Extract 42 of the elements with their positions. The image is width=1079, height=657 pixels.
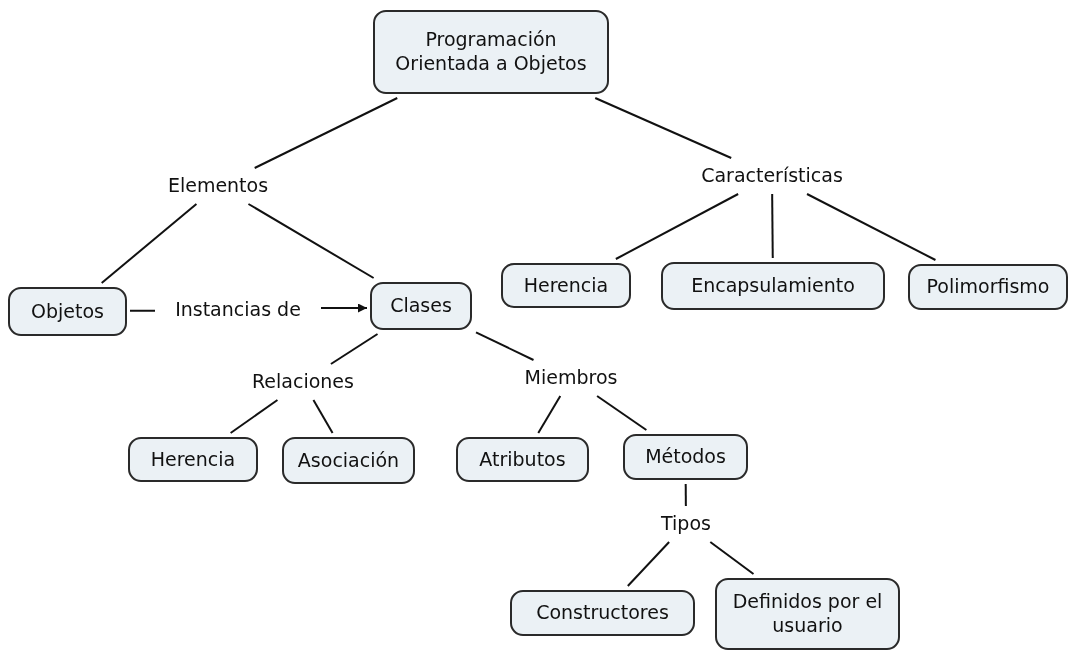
concept-box [661, 262, 885, 310]
connector-line [626, 541, 671, 587]
connector-line [329, 333, 379, 365]
connector-line [253, 97, 399, 169]
connector-line [475, 331, 535, 361]
concept-label: Polimorfismo [926, 275, 1050, 299]
concept-box [370, 282, 472, 330]
concept-label: Asociación [297, 448, 400, 473]
concept-box [128, 437, 258, 482]
connector-line [229, 399, 279, 434]
connector-line [806, 193, 937, 261]
concept-box [715, 578, 900, 650]
connector-line [709, 541, 755, 575]
concept-label: Programación Orientada a Objetos [394, 28, 588, 76]
concept-label: Métodos [645, 445, 726, 469]
concept-box [908, 264, 1068, 310]
connector-line [596, 395, 648, 431]
concept-box [623, 434, 748, 480]
connector-line [771, 193, 774, 259]
connector-line [100, 203, 198, 284]
connector-line [594, 97, 733, 159]
concept-label: Constructores [536, 601, 669, 625]
concept-box [501, 263, 631, 308]
concept-box [8, 287, 127, 336]
concept-label: Atributos [479, 447, 566, 472]
concept-label: Objetos [31, 299, 104, 324]
connector-line [614, 193, 740, 260]
connector-line [537, 395, 562, 434]
concept-box [282, 437, 415, 484]
concept-label: Herencia [523, 273, 609, 298]
concept-label: Definidos por el usuario [731, 590, 884, 638]
concept-box [456, 437, 589, 482]
connector-line [247, 203, 375, 279]
concept-box [373, 10, 609, 94]
concept-label: Encapsulamiento [691, 274, 855, 298]
arrow [320, 303, 368, 313]
connector-line [684, 483, 687, 507]
connector-line [129, 309, 156, 312]
concept-label: Clases [390, 294, 452, 318]
concept-box [510, 590, 695, 636]
concept-label: Herencia [150, 447, 236, 472]
connector-line [312, 399, 334, 434]
